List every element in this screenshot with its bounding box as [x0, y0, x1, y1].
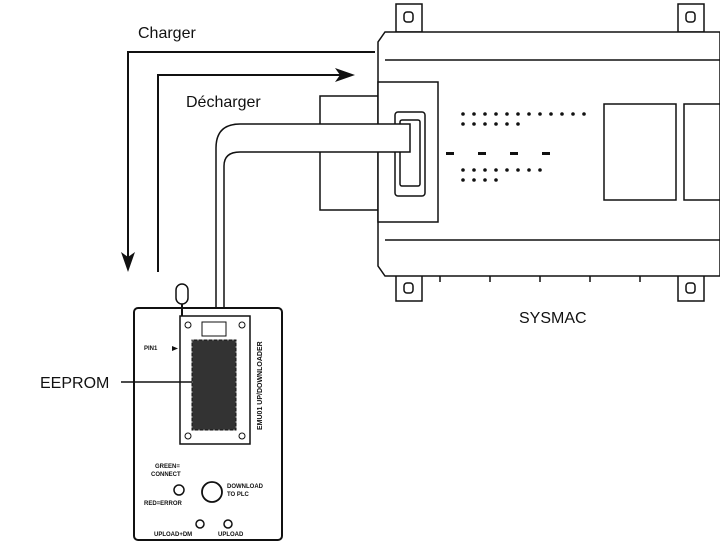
- connection-cable: [215, 123, 411, 309]
- green-connect-label-2: CONNECT: [151, 472, 181, 478]
- eeprom-chip: [191, 339, 237, 431]
- charger-arrow: [121, 51, 375, 272]
- key-icon: [175, 283, 189, 305]
- upload-dm-label: UPLOAD+DM: [154, 532, 192, 538]
- emu01-device: [133, 283, 283, 541]
- charger-label: Charger: [138, 25, 196, 42]
- green-connect-label-1: GREEN=: [155, 464, 180, 470]
- download-label-2: TO PLC: [227, 492, 250, 498]
- download-to-plc-button[interactable]: [201, 481, 223, 503]
- decharger-arrow: [157, 68, 355, 272]
- upload-dm-button[interactable]: [195, 519, 205, 529]
- peripheral-port-cover: [319, 95, 379, 211]
- decharger-label: Décharger: [186, 94, 261, 111]
- sysmac-label: SYSMAC: [519, 310, 587, 327]
- pin1-label: PIN1: [144, 346, 158, 352]
- plc-led-indicators: [446, 112, 586, 182]
- plc-window-1: [603, 103, 677, 201]
- upload-button[interactable]: [223, 519, 233, 529]
- download-label-1: DOWNLOAD: [227, 484, 264, 490]
- pin1-arrow-icon: [172, 346, 178, 351]
- red-error-label: RED=ERROR: [144, 501, 183, 507]
- plc-window-2: [683, 103, 720, 201]
- eeprom-label: EEPROM: [40, 375, 109, 392]
- device-side-label: EMU01 UP/DOWNLOADER: [257, 341, 264, 430]
- upload-label: UPLOAD: [218, 532, 244, 538]
- connect-error-led: [173, 484, 185, 496]
